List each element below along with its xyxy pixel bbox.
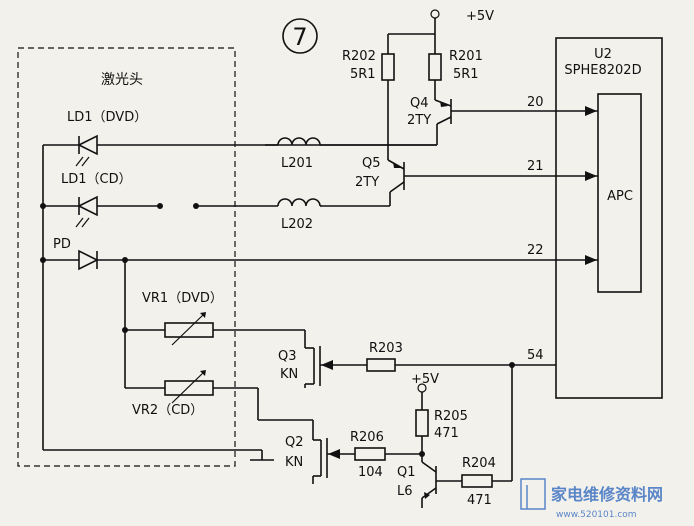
transistor-q4: [434, 99, 452, 145]
transistor-q5: [387, 159, 405, 206]
ld-dvd-label: LD1（DVD）: [67, 110, 147, 125]
r205-ref: R205: [434, 409, 468, 424]
power-label-bottom: +5V: [411, 372, 439, 387]
laser-head-label: 激光头: [101, 71, 143, 88]
r202-ref: R202: [342, 49, 376, 64]
transistor-q2: [312, 438, 328, 484]
resistor-r203: [366, 358, 396, 372]
ic-u2-ref: U2: [594, 47, 612, 62]
resistor-r206: [354, 447, 386, 461]
vr1-label: VR1（DVD）: [142, 291, 223, 306]
q5-type: 2TY: [355, 175, 379, 190]
l202-label: L202: [281, 217, 313, 232]
q2-type: KN: [285, 455, 303, 470]
power-label-top: +5V: [466, 9, 494, 24]
laser-diode-dvd: [75, 134, 98, 167]
figure-number-badge: 7: [282, 18, 318, 54]
pd-label: PD: [53, 237, 71, 252]
ld-cd-label: LD1（CD）: [61, 172, 132, 187]
apc-label: APC: [607, 189, 633, 204]
q4-ref: Q4: [410, 96, 429, 111]
r203-ref: R203: [369, 341, 403, 356]
q4-type: 2TY: [407, 113, 431, 128]
pin-20-label: 20: [527, 95, 544, 110]
r206-ref: R206: [350, 430, 384, 445]
resistor-r202: [381, 53, 395, 81]
r205-value: 471: [434, 426, 459, 441]
r204-ref: R204: [462, 456, 496, 471]
potentiometer-vr1: [164, 312, 214, 346]
figure-number: 7: [292, 23, 307, 51]
l201-label: L201: [281, 156, 313, 171]
resistor-r201: [428, 53, 442, 81]
ic-u2-body: [555, 37, 663, 399]
inductor-l201: [265, 137, 437, 146]
q2-ref: Q2: [285, 435, 304, 450]
r201-value: 5R1: [453, 67, 479, 82]
pin-22-label: 22: [527, 243, 544, 258]
q5-ref: Q5: [362, 156, 381, 171]
power-supply-bottom: +5V: [411, 372, 439, 410]
ground-symbol: [250, 450, 274, 461]
r206-value: 104: [358, 465, 383, 480]
q3-type: KN: [280, 367, 298, 382]
laser-head-boundary: [17, 47, 236, 467]
ic-u2-part: SPHE8202D: [564, 63, 641, 78]
resistor-r204: [461, 474, 493, 488]
photodiode-pd: [78, 249, 99, 271]
r202-value: 5R1: [350, 67, 376, 82]
potentiometer-vr2: [164, 370, 214, 404]
q1-ref: Q1: [397, 465, 416, 480]
watermark: 家电维修资料网 www.520101.com: [520, 478, 663, 520]
vr2-label: VR2（CD）: [132, 403, 203, 418]
laser-diode-cd: [75, 195, 98, 228]
watermark-url: www.520101.com: [556, 510, 637, 520]
transistor-q3: [304, 346, 321, 388]
transistor-q1: [421, 461, 437, 508]
apc-block: [597, 93, 642, 293]
pin-21-label: 21: [527, 159, 544, 174]
power-supply-top: +5V: [430, 9, 494, 34]
q1-type: L6: [397, 484, 413, 499]
pin-54-label: 54: [527, 348, 544, 363]
r204-value: 471: [467, 493, 492, 508]
inductor-l202: [240, 198, 322, 207]
r201-ref: R201: [449, 49, 483, 64]
q3-ref: Q3: [278, 349, 297, 364]
watermark-text: 家电维修资料网: [551, 485, 663, 504]
resistor-r205: [415, 409, 429, 437]
